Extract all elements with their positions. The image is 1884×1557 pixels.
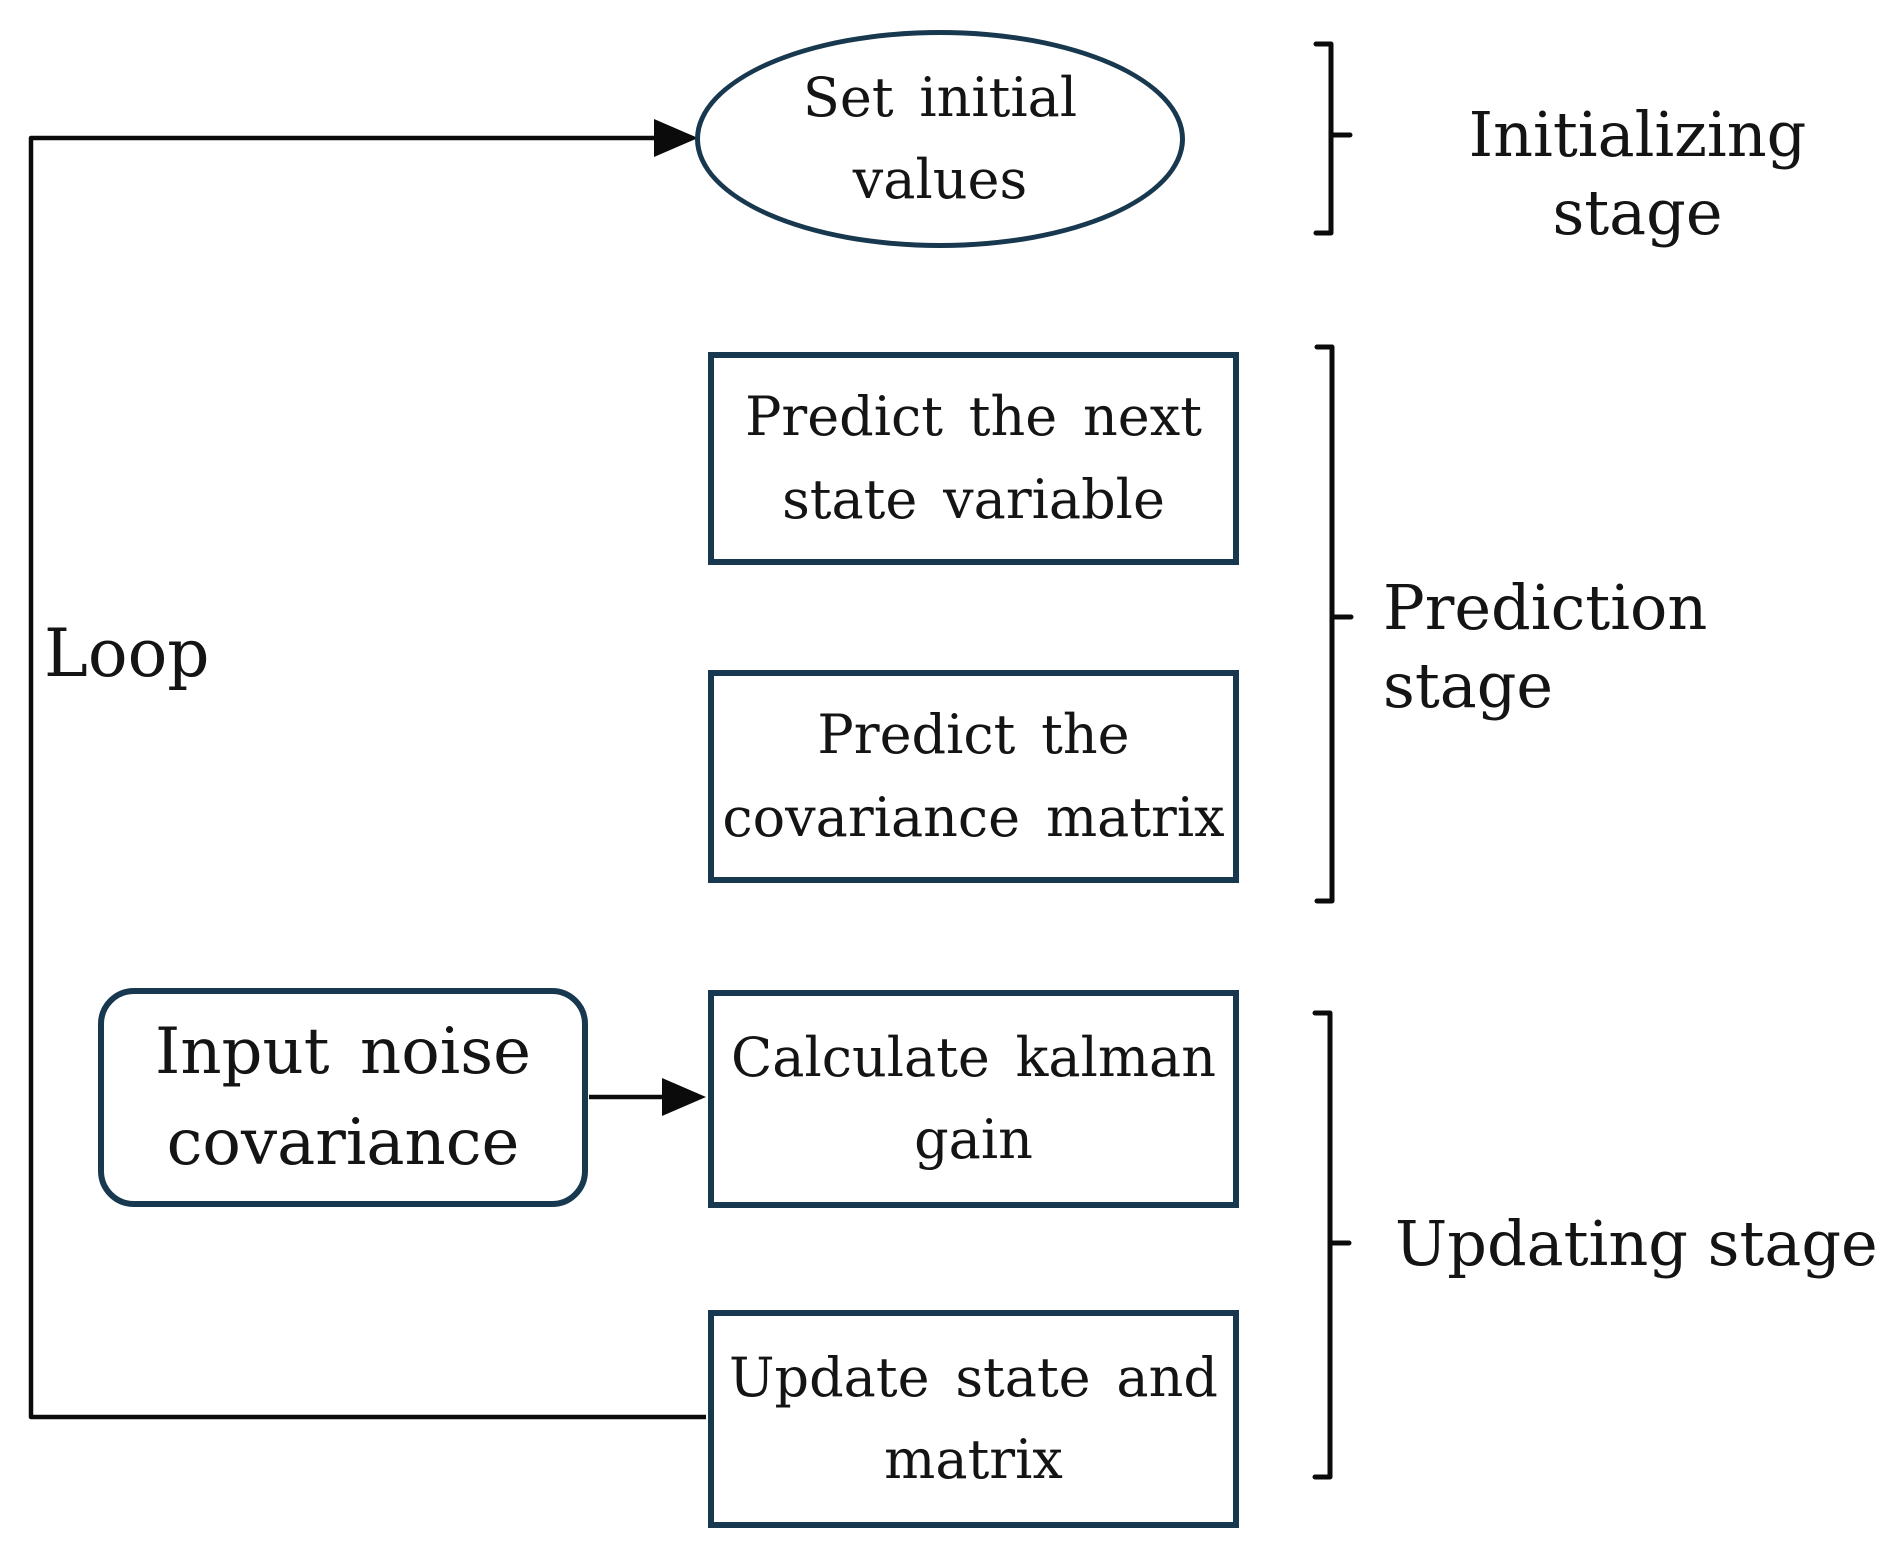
loop-arrowhead-icon: [654, 119, 698, 157]
input-noise-arrowhead-icon: [662, 1078, 706, 1116]
node-predict-next-state: Predict the next state variable: [708, 352, 1239, 565]
prediction-stage-label: Prediction stage: [1383, 571, 1708, 722]
node-update-state-matrix: Update state and matrix: [708, 1310, 1239, 1528]
initializing-stage-label: Initializing stage: [1468, 98, 1807, 249]
prediction-stage-bracket: [1314, 344, 1354, 904]
loop-connector: [28, 135, 706, 1420]
node-predict-covariance: Predict the covariance matrix: [708, 670, 1239, 883]
loop-label: Loop: [44, 615, 210, 692]
updating-stage-bracket: [1312, 1010, 1352, 1480]
node-set-initial-values: Set initial values: [695, 30, 1185, 248]
node-calculate-kalman-gain: Calculate kalman gain: [708, 990, 1239, 1208]
initializing-stage-bracket: [1313, 41, 1353, 236]
updating-stage-label: Updating stage: [1395, 1207, 1878, 1280]
node-input-noise-covariance: Input noise covariance: [98, 988, 588, 1207]
